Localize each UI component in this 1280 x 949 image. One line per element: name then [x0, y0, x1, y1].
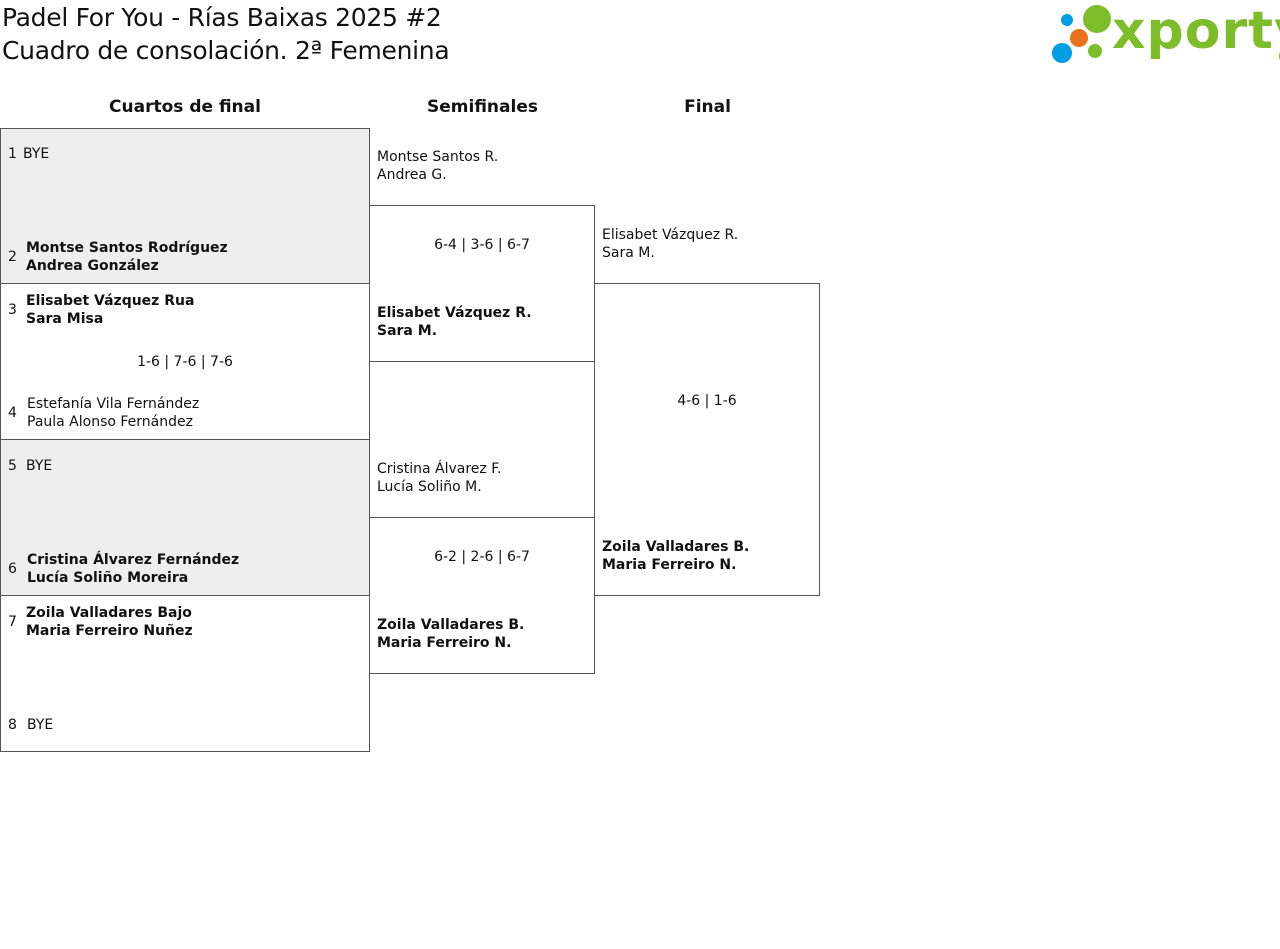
qf-match-3 [0, 439, 370, 596]
round-header-quarterfinals: Cuartos de final [109, 97, 261, 117]
match-score: 6-2 | 2-6 | 6-7 [434, 549, 530, 565]
player-name: Elisabet Vázquez R. [602, 227, 739, 243]
logo-dot-blue [1061, 14, 1073, 26]
xporty-logo[interactable]: xporty [1050, 0, 1280, 70]
draw-subtitle: Cuadro de consolación. 2ª Femenina [2, 36, 450, 65]
player-name: Sara M. [602, 245, 655, 261]
logo-wordmark: xporty [1112, 1, 1280, 61]
seed-number: 2 [8, 249, 17, 265]
final-match [594, 283, 820, 596]
logo-dot-blue-large [1052, 43, 1072, 63]
match-score: 4-6 | 1-6 [677, 393, 737, 409]
player-name: Sara M. [377, 323, 438, 339]
tournament-title: Padel For You - Rías Baixas 2025 #2 [2, 3, 442, 32]
logo-dot-green [1083, 5, 1111, 33]
match-score: 1-6 | 7-6 | 7-6 [137, 354, 233, 370]
player-name: Zoila Valladares B. [377, 617, 525, 633]
seed-number: 7 [8, 614, 17, 630]
player-name: Sara Misa [26, 311, 104, 327]
logo-dot-orange [1070, 29, 1088, 47]
player-name: Zoila Valladares Bajo [26, 605, 192, 621]
player-name: Elisabet Vázquez Rua [26, 293, 195, 309]
round-header-semifinals: Semifinales [427, 97, 538, 117]
seed-number: 4 [8, 405, 17, 421]
seed-number: 8 [8, 717, 17, 733]
player-name: Cristina Álvarez F. [377, 461, 502, 477]
player-name: Lucía Soliño Moreira [27, 570, 189, 586]
team-bye: BYE [23, 146, 50, 162]
round-header-final: Final [684, 97, 731, 117]
team-bye: BYE [26, 458, 53, 474]
qf-match-1 [0, 128, 370, 284]
player-name: Maria Ferreiro Nuñez [26, 623, 193, 639]
player-name: Paula Alonso Fernández [27, 414, 193, 430]
player-name: Andrea González [26, 258, 159, 274]
seed-number: 3 [8, 302, 17, 318]
player-name: Zoila Valladares B. [602, 539, 750, 555]
seed-number: 5 [8, 458, 17, 474]
player-name: Andrea G. [377, 167, 447, 183]
player-name: Lucía Soliño M. [377, 479, 482, 495]
player-name: Cristina Álvarez Fernández [27, 552, 240, 568]
match-score: 6-4 | 3-6 | 6-7 [434, 237, 530, 253]
player-name: Elisabet Vázquez R. [377, 305, 532, 321]
player-name: Estefanía Vila Fernández [27, 396, 200, 412]
team-bye: BYE [27, 717, 54, 733]
player-name: Maria Ferreiro N. [602, 557, 737, 573]
seed-number: 1 [8, 146, 17, 162]
player-name: Montse Santos Rodríguez [26, 240, 228, 256]
player-name: Montse Santos R. [377, 149, 499, 165]
logo-dot-green-small [1088, 44, 1102, 58]
seed-number: 6 [8, 561, 17, 577]
player-name: Maria Ferreiro N. [377, 635, 512, 651]
